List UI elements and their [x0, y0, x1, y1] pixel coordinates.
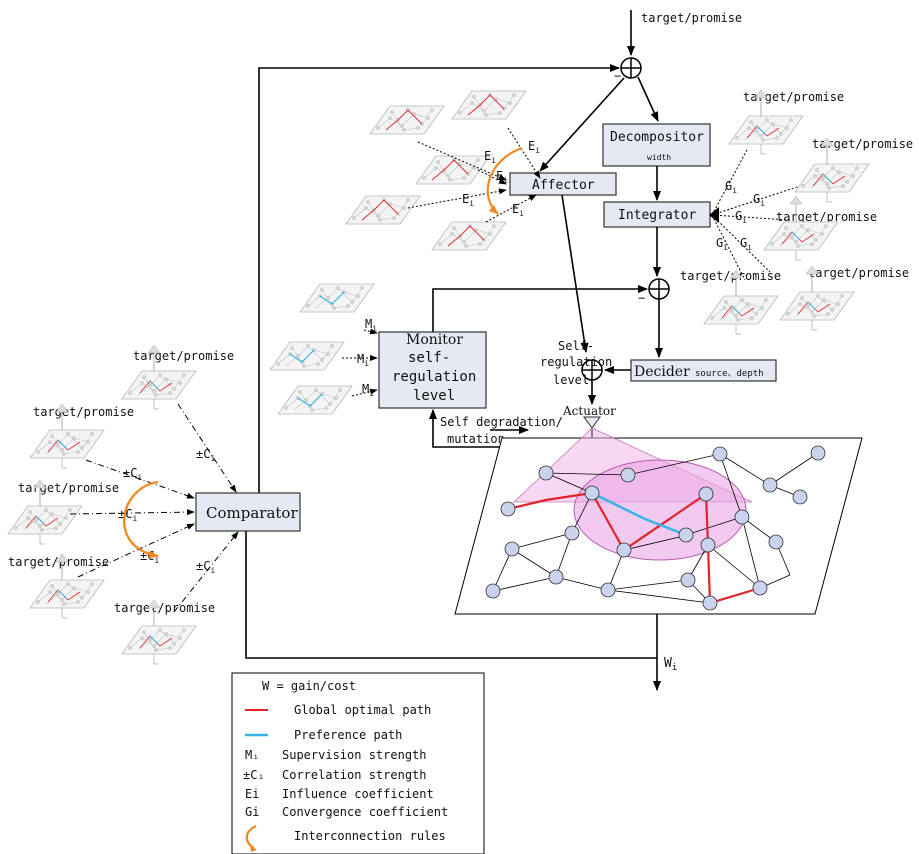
- affector-network-2: [452, 91, 526, 119]
- sum-junction-middle: [648, 278, 670, 300]
- svg-text:Gi: Gi: [753, 192, 765, 208]
- affector-network-5: [432, 222, 506, 250]
- svg-text:Ei: Ei: [496, 169, 508, 185]
- svg-text:Ei: Ei: [512, 202, 524, 218]
- mi-labels: Mi Mi Mi: [357, 317, 377, 398]
- ci-labels: ±Ci ±Ci ±Ci ±Ci ±Ci: [118, 447, 215, 575]
- target-network-right-2: target/promise: [795, 137, 913, 202]
- target-network-right-5: target/promise: [780, 266, 909, 330]
- target-network-left-2: target/promise: [30, 404, 134, 468]
- legend-item-gi: Convergence coefficient: [282, 805, 448, 819]
- decompositor-label: Decompositor: [610, 130, 704, 145]
- svg-text:Ei: Ei: [462, 192, 474, 208]
- self-degradation-label-1: Self degradation/: [440, 415, 563, 429]
- monitor-sublabel-2: regulation: [392, 369, 476, 385]
- decider-sublabel: source、depth: [695, 369, 764, 379]
- comparator-label: Comparator: [206, 504, 298, 522]
- decider-label: Decider: [634, 364, 690, 380]
- monitor-network-1: [300, 284, 374, 312]
- monitor-sublabel-3: level: [413, 388, 455, 404]
- monitor-network-2: [270, 342, 344, 370]
- svg-text:target/promise: target/promise: [743, 90, 844, 104]
- target-network-right-3: target/promise: [764, 196, 877, 260]
- svg-text:target/promise: target/promise: [133, 349, 234, 363]
- svg-text:target/promise: target/promise: [18, 481, 119, 495]
- svg-text:±Ci: ±Ci: [196, 559, 215, 575]
- legend-sym-ei: Ei: [245, 787, 259, 801]
- monitor-network-3: [278, 386, 352, 414]
- self-reg-label-2: regulation: [540, 355, 612, 369]
- legend-item-mi: Supervision strength: [282, 748, 427, 762]
- target-network-left-5: target/promise: [114, 600, 215, 664]
- svg-text:Gi: Gi: [735, 209, 747, 225]
- svg-text:Ei: Ei: [484, 149, 496, 165]
- target-network-left-4: target/promise: [8, 554, 109, 618]
- integrator-label: Integrator: [618, 208, 696, 223]
- target-network-left-3: target/promise: [8, 480, 119, 544]
- actuator-label: Actuator: [562, 404, 616, 418]
- svg-text:target/promise: target/promise: [680, 269, 781, 283]
- svg-text:target/promise: target/promise: [114, 601, 215, 615]
- decompositor-sublabel: width: [647, 153, 671, 162]
- svg-text:Mi: Mi: [362, 382, 374, 398]
- svg-text:±Ci: ±Ci: [196, 447, 215, 463]
- minus-sign-top: −: [614, 69, 621, 83]
- comparator-box: [195, 492, 301, 532]
- legend-sym-mi: Mᵢ: [245, 748, 259, 762]
- svg-text:target/promise: target/promise: [776, 210, 877, 224]
- monitor-sublabel-1: self-: [408, 350, 450, 366]
- affector-network-1: [370, 106, 444, 134]
- comparator-interconnection-arc: [122, 480, 159, 559]
- svg-text:target/promise: target/promise: [33, 405, 134, 419]
- svg-text:±Ci: ±Ci: [118, 507, 137, 523]
- monitor-box: [378, 331, 487, 409]
- self-reg-label-3: level: [553, 373, 589, 387]
- legend-item-ci: Correlation strength: [282, 768, 427, 782]
- svg-text:target/promise: target/promise: [808, 266, 909, 280]
- legend-sym-gi: Gi: [245, 805, 259, 819]
- monitor-label: Monitor: [406, 332, 463, 348]
- legend-item-ei: Influence coefficient: [282, 787, 434, 801]
- svg-text:target/promise: target/promise: [812, 137, 913, 151]
- legend-item-blue: Preference path: [294, 728, 402, 742]
- svg-text:Gi: Gi: [716, 236, 728, 252]
- affector-label: Affector: [532, 178, 595, 193]
- target-network-right-4: target/promise: [680, 269, 781, 334]
- affector-network-4: [346, 196, 420, 224]
- affector-interconnection-arc: [486, 146, 523, 215]
- sum-junction-top: [620, 57, 642, 79]
- svg-text:Ei: Ei: [528, 139, 540, 155]
- self-degradation-label-2: mutation: [447, 432, 505, 446]
- output-wi-label: Wi: [664, 656, 677, 673]
- main-network: [454, 427, 863, 615]
- target-network-left-1: target/promise: [122, 345, 234, 409]
- legend-item-arc: Interconnection rules: [294, 829, 446, 843]
- minus-sign-middle: −: [638, 291, 645, 305]
- self-reg-label-1: Self-: [558, 339, 594, 353]
- legend-title: W = gain/cost: [262, 679, 356, 693]
- svg-text:±Ci: ±Ci: [123, 466, 142, 482]
- gi-labels: Gi Gi Gi Gi Gi: [716, 179, 765, 252]
- legend-sym-ci: ±Cᵢ: [243, 768, 265, 782]
- top-target-label: target/promise: [641, 11, 742, 25]
- svg-text:Gi: Gi: [740, 236, 752, 252]
- ei-labels: Ei Ei Ei Ei Ei: [462, 139, 540, 218]
- svg-text:Mi: Mi: [365, 317, 377, 333]
- svg-text:Gi: Gi: [725, 179, 737, 195]
- legend: W = gain/cost Global optimal path Prefer…: [231, 672, 485, 854]
- target-network-right-1: target/promise: [729, 90, 844, 154]
- svg-text:Mi: Mi: [357, 352, 369, 368]
- legend-item-red: Global optimal path: [294, 703, 431, 717]
- actuator-triangle: [583, 416, 601, 429]
